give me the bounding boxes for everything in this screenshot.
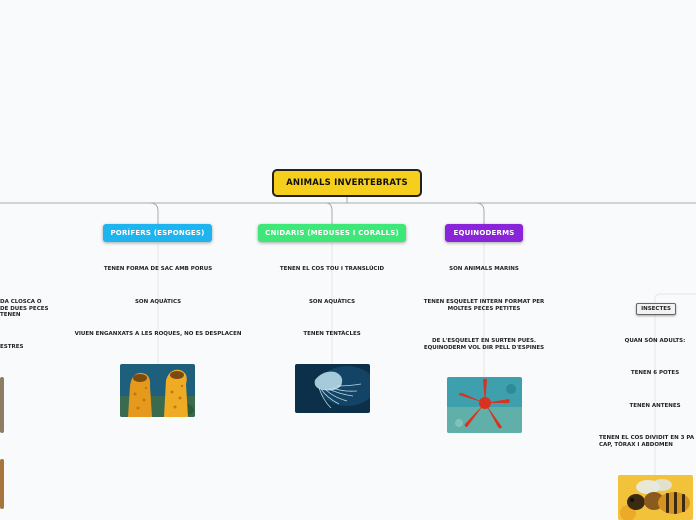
insectes-fact-2[interactable]: TENEN 6 POTES <box>630 370 680 376</box>
porifers-fact-3[interactable]: VIUEN ENGANXATS A LES ROQUES, NO ES DESP… <box>74 331 242 337</box>
subcategory-insectes-label: INSECTES <box>641 306 671 312</box>
red-starfish-image[interactable] <box>447 377 522 433</box>
insectes-fact-4[interactable]: TENEN EL COS DIVIDIT EN 3 PA CAP, TÒRAX … <box>599 435 695 448</box>
category-porifers[interactable]: PORÍFERS (ESPONGES) <box>103 224 212 242</box>
category-equinoderms-label: EQUINODERMS <box>453 229 515 237</box>
cnidaris-fact-3[interactable]: TENEN TENTÀCLES <box>303 331 361 337</box>
equinoderms-fact-2[interactable]: TENEN ESQUELET INTERN FORMAT PER MOLTES … <box>423 299 545 312</box>
category-cnidaris[interactable]: CNIDARIS (MEDUSES I CORALLS) <box>258 224 406 242</box>
insectes-fact-1[interactable]: QUAN SÓN ADULTS: <box>624 338 686 344</box>
porifers-fact-2[interactable]: SON AQUÀTICS <box>134 299 182 305</box>
equinoderms-fact-3[interactable]: DE L'ESQUELET EN SURTEN PUES. EQUINODERM… <box>423 338 545 351</box>
subcategory-insectes[interactable]: INSECTES <box>636 303 676 315</box>
equinoderms-fact-1[interactable]: SON ANIMALS MARINS <box>449 266 519 272</box>
cnidaris-fact-2[interactable]: SON AQUÀTICS <box>308 299 356 305</box>
left-fragment-image-2[interactable] <box>0 459 4 509</box>
left-fragment-text-2[interactable]: ESTRES <box>0 344 24 350</box>
porifers-fact-1[interactable]: TENEN FORMA DE SAC AMB PORUS <box>103 266 213 272</box>
left-fragment-text-1[interactable]: DA CLOSCA O DE DUES PECES TENEN <box>0 299 49 318</box>
left-fragment-image-1[interactable] <box>0 377 4 433</box>
root-label: ANIMALS INVERTEBRATS <box>286 178 408 188</box>
bee-image[interactable] <box>618 475 693 520</box>
insectes-fact-3[interactable]: TENEN ANTENES <box>629 403 681 409</box>
orange-sponges-image[interactable] <box>120 364 195 417</box>
category-cnidaris-label: CNIDARIS (MEDUSES I CORALLS) <box>265 229 399 237</box>
category-equinoderms[interactable]: EQUINODERMS <box>445 224 523 242</box>
root-node[interactable]: ANIMALS INVERTEBRATS <box>272 169 422 197</box>
jellyfish-image[interactable] <box>295 364 370 413</box>
category-porifers-label: PORÍFERS (ESPONGES) <box>110 229 205 237</box>
cnidaris-fact-1[interactable]: TENEN EL COS TOU I TRANSLÚCID <box>279 266 385 272</box>
